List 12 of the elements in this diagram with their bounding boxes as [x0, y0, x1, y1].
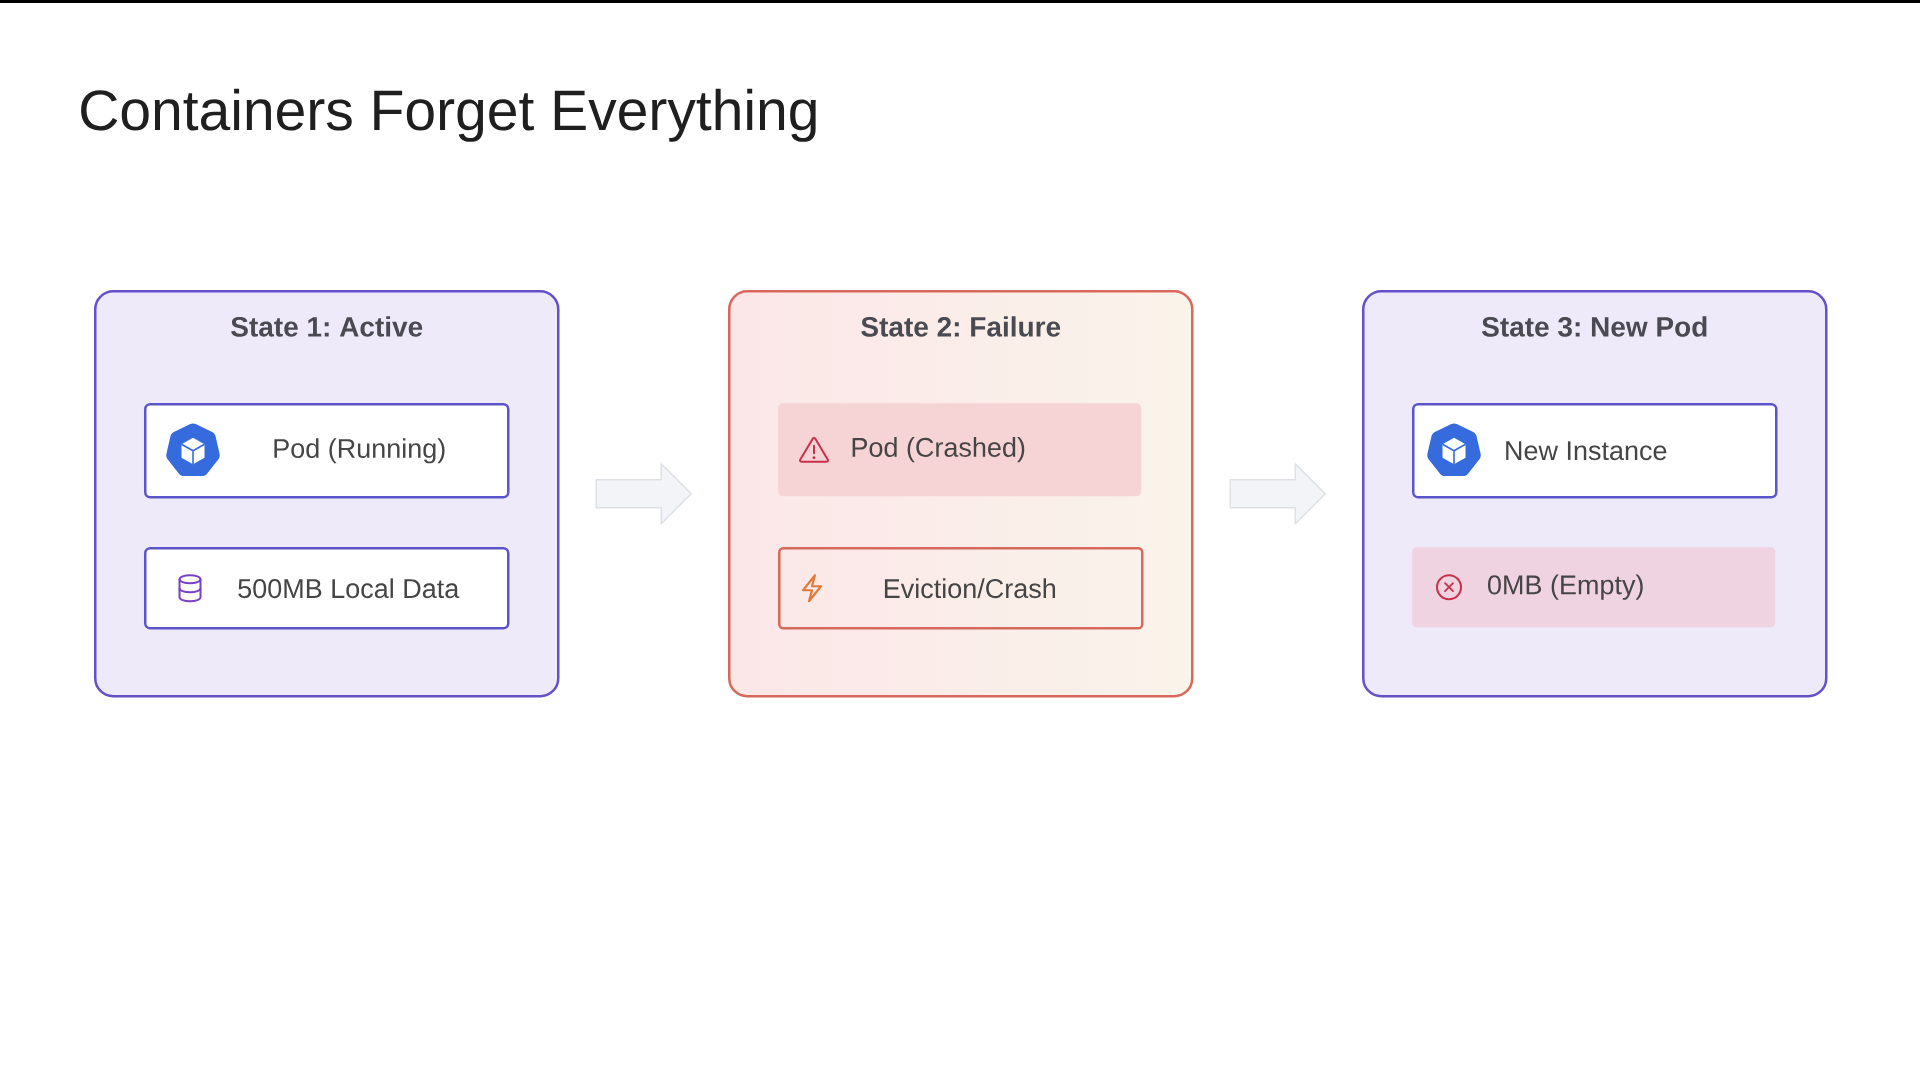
- title: Containers Forget Everything: [81, 88, 816, 142]
- status-box: Eviction/Crash: [778, 547, 1144, 630]
- status-box: New Instance: [1412, 403, 1778, 499]
- arrow: [595, 463, 692, 525]
- alert-box: Pod (Crashed): [778, 403, 1142, 497]
- status-box: 500MB Local Data: [144, 547, 510, 630]
- panel-heading: State 2: Failure: [861, 316, 1061, 337]
- panel-heading: State 1: Active: [231, 316, 423, 337]
- panel-heading: State 3: New Pod: [1482, 316, 1707, 337]
- status-box: Pod (Running): [144, 403, 510, 499]
- arrow: [1229, 463, 1326, 525]
- alert-box: 0MB (Empty): [1412, 547, 1776, 628]
